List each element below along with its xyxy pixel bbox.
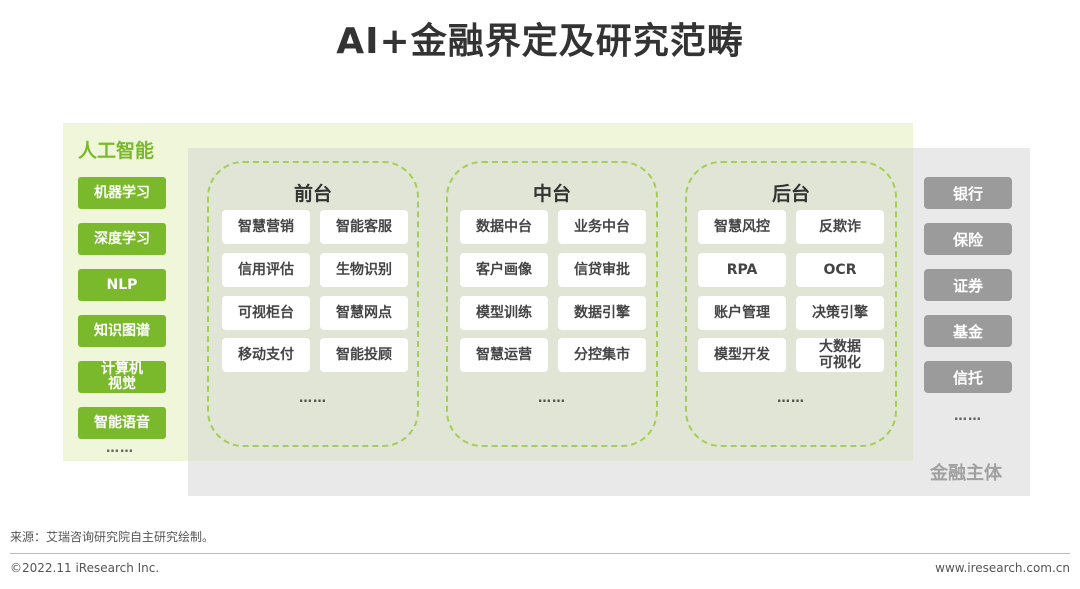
finance-item: 银行: [924, 177, 1012, 209]
ai-item: 计算机 视觉: [78, 361, 166, 393]
panel-chip: 决策引擎: [796, 296, 884, 330]
panel-chip: 模型开发: [698, 338, 786, 372]
panel-chip: 智慧网点: [320, 296, 408, 330]
panel-chip: RPA: [698, 253, 786, 287]
ai-item: 机器学习: [78, 177, 166, 209]
panel-title: 后台: [771, 183, 810, 205]
panel-more-ellipsis: ……: [538, 391, 566, 406]
panel-more-ellipsis: ……: [777, 391, 805, 406]
footer-divider: [10, 553, 1070, 554]
panel-middle-office: 中台 数据中台 业务中台 客户画像 信贷审批 模型训练 数据引擎 智慧运营 分控…: [446, 161, 658, 447]
panel-title: 前台: [293, 183, 332, 205]
website-link[interactable]: www.iresearch.com.cn: [935, 561, 1070, 575]
ai-item: 智能语音: [78, 407, 166, 439]
panel-chip: 客户画像: [460, 253, 548, 287]
panel-chip: 智能投顾: [320, 338, 408, 372]
ai-more-ellipsis: ……: [106, 441, 134, 456]
finance-section-title: 金融主体: [930, 463, 1002, 484]
panel-front-office: 前台 智慧营销 智能客服 信用评估 生物识别 可视柜台 智慧网点 移动支付 智能…: [207, 161, 419, 447]
panel-chip: 智慧运营: [460, 338, 548, 372]
panel-chip: OCR: [796, 253, 884, 287]
panel-chip: 反欺诈: [796, 210, 884, 244]
page-title: AI+金融界定及研究范畴: [336, 21, 744, 62]
panel-title: 中台: [532, 183, 571, 205]
panel-chip: 大数据 可视化: [796, 338, 884, 372]
finance-item: 基金: [924, 315, 1012, 347]
panel-chip: 信贷审批: [558, 253, 646, 287]
panel-chip: 模型训练: [460, 296, 548, 330]
finance-item: 证券: [924, 269, 1012, 301]
finance-item: 信托: [924, 361, 1012, 393]
source-note: 来源：艾瑞咨询研究院自主研究绘制。: [10, 530, 215, 544]
panel-chip: 业务中台: [558, 210, 646, 244]
ai-item: NLP: [78, 269, 166, 301]
ai-section-title: 人工智能: [78, 140, 155, 162]
panel-chip: 生物识别: [320, 253, 408, 287]
finance-item: 保险: [924, 223, 1012, 255]
finance-more-ellipsis: ……: [954, 409, 982, 424]
ai-item: 深度学习: [78, 223, 166, 255]
panel-chip: 智慧营销: [222, 210, 310, 244]
panel-chip: 信用评估: [222, 253, 310, 287]
panel-back-office: 后台 智慧风控 反欺诈 RPA OCR 账户管理 决策引擎 模型开发 大数据 可…: [685, 161, 897, 447]
panel-chip: 账户管理: [698, 296, 786, 330]
panel-more-ellipsis: ……: [299, 391, 327, 406]
panel-chip: 智慧风控: [698, 210, 786, 244]
panel-chip: 移动支付: [222, 338, 310, 372]
panel-chip: 可视柜台: [222, 296, 310, 330]
panel-chip: 数据中台: [460, 210, 548, 244]
panel-chip: 智能客服: [320, 210, 408, 244]
ai-item: 知识图谱: [78, 315, 166, 347]
panel-chip: 分控集市: [558, 338, 646, 372]
panel-chip: 数据引擎: [558, 296, 646, 330]
copyright: ©2022.11 iResearch Inc.: [10, 561, 160, 575]
